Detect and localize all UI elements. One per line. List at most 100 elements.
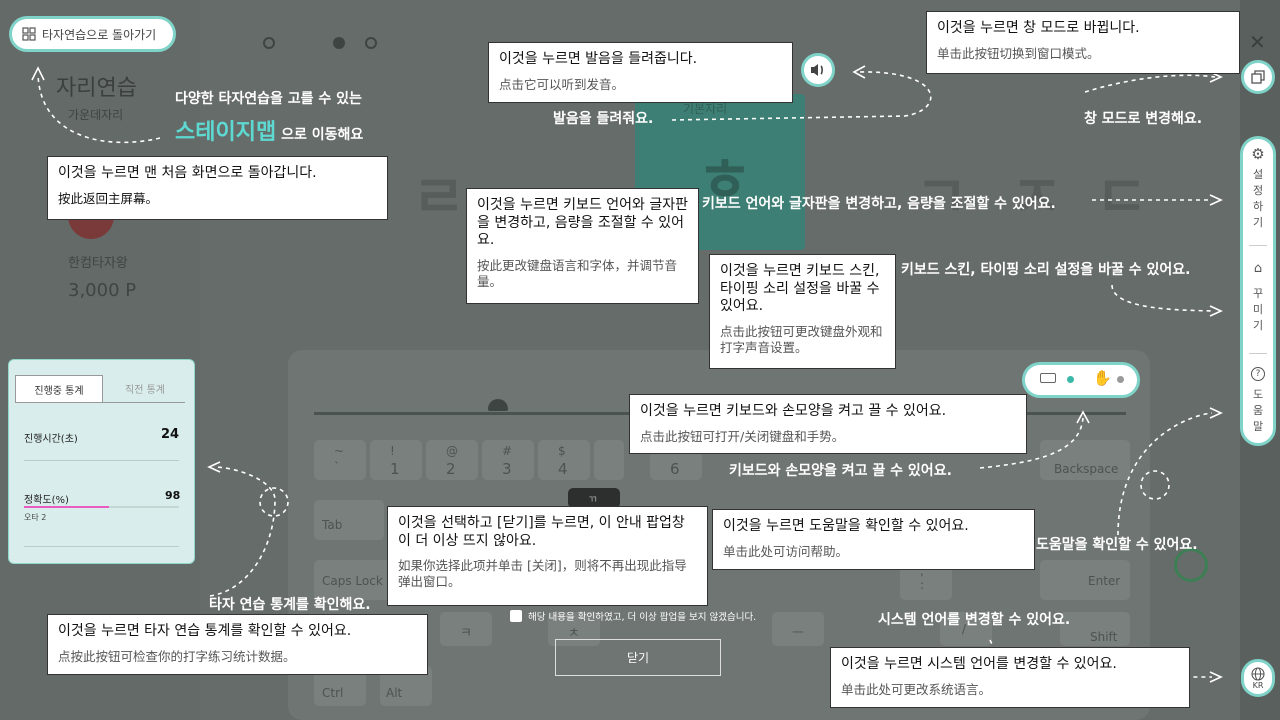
- keyboard-hand-toggle[interactable]: ✋: [1022, 362, 1140, 398]
- back-to-typing-button[interactable]: 타자연습으로 돌아가기: [9, 16, 176, 52]
- language-note: 시스템 언어를 변경할 수 있어요.: [878, 612, 1071, 628]
- callout-settings: 이것을 누르면 키보드 언어와 글자판을 변경하고, 음량을 조절할 수 있어요…: [466, 188, 699, 304]
- speaker-icon: [811, 64, 823, 76]
- help-note: 도움말을 확인할 수 있어요.: [1036, 537, 1198, 553]
- shift-key: Shift: [1060, 612, 1130, 646]
- keyboard-toggle-dot: [1067, 376, 1074, 383]
- callout-window-zh: 单击此按钮切换到窗口模式。: [937, 45, 1100, 61]
- backspace-key: Backspace: [1040, 440, 1130, 480]
- callout-dismiss: 이것을 선택하고 [닫기]를 누르면, 이 안내 팝업창이 더 이상 뜨지 않아…: [387, 506, 708, 606]
- mode-title: 자리연습: [56, 76, 137, 101]
- key: !1: [370, 440, 422, 480]
- page-dot-active[interactable]: [333, 37, 345, 49]
- tab-underline: [15, 402, 185, 403]
- accuracy-track: [24, 506, 179, 508]
- keyboard-icon[interactable]: [1040, 373, 1056, 383]
- stage-note-rest: 으로 이동해요: [281, 127, 364, 143]
- mode-subtitle: 가운데자리: [68, 108, 124, 122]
- callout-settings-ko: 이것을 누르면 키보드 언어와 글자판을 변경하고, 음량을 조절할 수 있어요…: [477, 197, 688, 248]
- callout-decorate-ko: 이것을 누르면 키보드 스킨, 타이핑 소리 설정을 바꿀 수 있어요.: [720, 263, 880, 314]
- key: [594, 440, 624, 480]
- right-sidebar: ⚙ 설정하기 ⌂ 꾸미기 ? 도움말: [1240, 136, 1276, 446]
- practice-letter: ㄷ: [1095, 163, 1149, 231]
- callout-home: 이것을 누르면 맨 처음 화면으로 돌아갑니다. 按此返回主屏幕。: [47, 156, 388, 220]
- help-icon: ?: [1251, 367, 1265, 381]
- key: ㅡ: [772, 612, 824, 646]
- callout-stats: 이것을 누르면 타자 연습 통계를 확인할 수 있어요. 点按此按钮可检查你的打…: [47, 614, 428, 675]
- accuracy-bar: [24, 506, 110, 508]
- stage-map-highlight: 스테이지맵: [175, 120, 277, 145]
- stage-note-line1: 다양한 타자연습을 고를 수 있는: [175, 91, 362, 107]
- back-button-label: 타자연습으로 돌아가기: [42, 27, 157, 42]
- close-button[interactable]: 닫기: [555, 639, 721, 676]
- dont-show-again-row[interactable]: 해당 내용을 확인하였고, 더 이상 팝업을 보지 않겠습니다.: [510, 609, 756, 623]
- callout-home-zh: 按此返回主屏幕。: [58, 190, 159, 206]
- divider: [24, 546, 179, 547]
- settings-label: 설정하기: [1252, 168, 1264, 229]
- help-label: 도움말: [1252, 388, 1264, 433]
- callout-settings-zh: 按此更改键盘语言和字体，并调节音量。: [477, 257, 678, 289]
- callout-sound: 이것을 누르면 발음을 들려줍니다. 点击它可以听到发音。: [488, 42, 793, 103]
- accuracy-value: 98: [165, 489, 181, 502]
- callout-help-ko: 이것을 누르면 도움말을 확인할 수 있어요.: [723, 518, 969, 534]
- callout-window-ko: 이것을 누르면 창 모드로 바뀝니다.: [937, 20, 1140, 36]
- user-name: 한컴타자왕: [68, 256, 128, 271]
- page-dot[interactable]: [365, 37, 377, 49]
- sound-button[interactable]: [801, 53, 835, 87]
- callout-toggle-ko: 이것을 누르면 키보드와 손모양을 켜고 끌 수 있어요.: [640, 403, 947, 419]
- key: ~`: [314, 440, 366, 480]
- stats-panel: 진행중 통계 직전 통계 진행시간(초) 24 정확도(%) 98 오타 2: [8, 359, 195, 564]
- callout-decorate: 이것을 누르면 키보드 스킨, 타이핑 소리 설정을 바꿀 수 있어요. 点击此…: [709, 254, 896, 369]
- grid-icon: [22, 27, 36, 41]
- key: /: [940, 612, 992, 646]
- turtle-icon: [488, 399, 508, 411]
- callout-decorate-zh: 点击此按钮可更改键盘外观和打字声音设置。: [720, 323, 883, 355]
- callout-language-zh: 单击此处可更改系统语言。: [841, 681, 992, 697]
- timer-ring: [1174, 548, 1208, 582]
- practice-letter: ㄱ: [915, 163, 969, 231]
- key: $4: [538, 440, 590, 480]
- time-value: 24: [161, 427, 180, 442]
- user-points: 3,000 P: [68, 280, 137, 301]
- close-icon[interactable]: ✕: [1249, 30, 1266, 54]
- practice-letter: ㄹ: [412, 163, 466, 231]
- current-letter: ㅎ: [697, 146, 753, 216]
- settings-note: 키보드 언어와 글자판을 변경하고, 음량을 조절할 수 있어요.: [702, 196, 1056, 212]
- callout-toggle: 이것을 누르면 키보드와 손모양을 켜고 끌 수 있어요. 点击此按钮可打开/关…: [629, 394, 1027, 454]
- caps-lock-key: Caps Lock: [314, 560, 394, 600]
- callout-window: 이것을 누르면 창 모드로 바뀝니다. 单击此按钮切换到窗口模式。: [926, 11, 1240, 74]
- stats-note: 타자 연습 통계를 확인해요.: [209, 597, 371, 613]
- callout-stats-ko: 이것을 누르면 타자 연습 통계를 확인할 수 있어요.: [58, 623, 352, 639]
- callout-home-ko: 이것을 누르면 맨 처음 화면으로 돌아갑니다.: [58, 165, 317, 181]
- window-mode-button[interactable]: [1241, 60, 1275, 94]
- callout-dismiss-ko: 이것을 선택하고 [닫기]를 누르면, 이 안내 팝업창이 더 이상 뜨지 않아…: [398, 515, 685, 549]
- card-label: 기본자리: [683, 102, 728, 116]
- hand-toggle-dot: [1117, 376, 1124, 383]
- tab-current-stats[interactable]: 진행중 통계: [15, 375, 103, 403]
- dont-show-again-checkbox[interactable]: [510, 610, 522, 622]
- decorate-button[interactable]: ⌂ 꾸미기: [1243, 261, 1273, 341]
- sound-note: 발음을 들려줘요.: [553, 111, 654, 127]
- sidebar-divider: [1249, 245, 1267, 246]
- language-button[interactable]: KR: [1241, 659, 1275, 697]
- time-label: 진행시간(초): [24, 434, 78, 445]
- tab-key: Tab: [314, 500, 384, 540]
- sidebar-divider: [1249, 353, 1267, 354]
- callout-help: 이것을 누르면 도움말을 확인할 수 있어요. 单击此处可访问帮助。: [712, 509, 1035, 570]
- key: #3: [482, 440, 534, 480]
- toggle-note: 키보드와 손모양을 켜고 끌 수 있어요.: [729, 463, 952, 479]
- hand-icon[interactable]: ✋: [1093, 369, 1112, 387]
- help-button[interactable]: ? 도움말: [1243, 367, 1273, 443]
- callout-language-ko: 이것을 누르면 시스템 언어를 변경할 수 있어요.: [841, 656, 1117, 672]
- accuracy-label: 정확도(%): [24, 495, 69, 506]
- callout-stats-zh: 点按此按钮可检查你的打字练习统计数据。: [58, 648, 296, 664]
- callout-sound-ko: 이것을 누르면 발음을 들려줍니다.: [499, 51, 698, 67]
- decorate-icon: ⌂: [1253, 261, 1263, 276]
- page-dot[interactable]: [263, 37, 275, 49]
- callout-language: 이것을 누르면 시스템 언어를 변경할 수 있어요. 单击此处可更改系统语言。: [830, 647, 1190, 708]
- enter-key: Enter: [1040, 560, 1130, 600]
- settings-button[interactable]: ⚙ 설정하기: [1243, 145, 1273, 235]
- callout-toggle-zh: 点击此按钮可打开/关闭键盘和手势。: [640, 428, 845, 444]
- globe-icon: [1251, 666, 1265, 681]
- stage-note-line2: 스테이지맵 으로 이동해요: [175, 114, 363, 146]
